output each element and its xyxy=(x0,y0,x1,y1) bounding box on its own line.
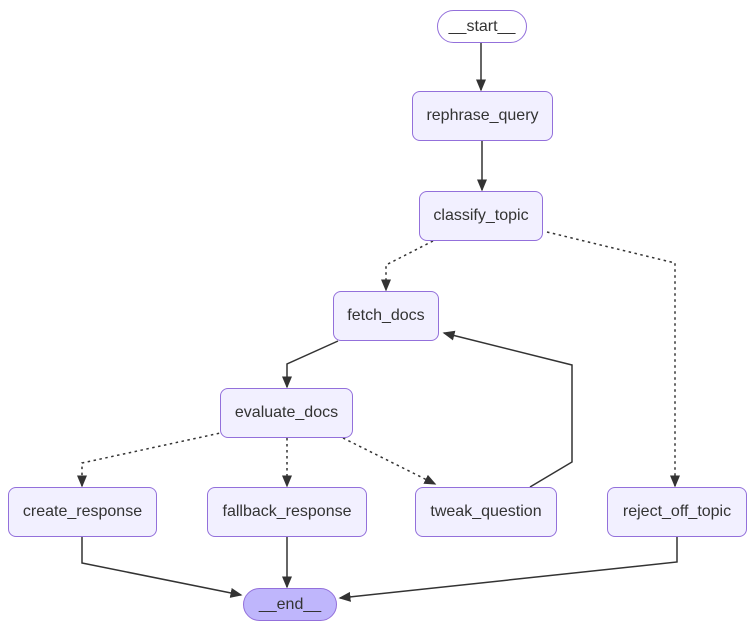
node-label-evaluate_docs: evaluate_docs xyxy=(234,404,339,421)
node-classify_topic: classify_topic xyxy=(419,191,543,241)
node-label-rephrase_query: rephrase_query xyxy=(426,107,539,124)
node-label-fetch_docs: fetch_docs xyxy=(347,307,425,324)
edge-evaluate_docs-to-create_response xyxy=(77,431,226,488)
node-label-fallback_response: fallback_response xyxy=(222,503,352,520)
edge-reject_off_topic-to-__end__ xyxy=(338,537,678,602)
node-label-tweak_question: tweak_question xyxy=(430,503,542,520)
node-evaluate_docs: evaluate_docs xyxy=(220,388,353,438)
node-fallback_response: fallback_response xyxy=(207,487,367,537)
node-rephrase_query: rephrase_query xyxy=(412,91,553,141)
edge-classify_topic-to-fetch_docs xyxy=(381,240,434,292)
edge-classify_topic-to-reject_off_topic xyxy=(546,231,680,488)
node-label-reject_off_topic: reject_off_topic xyxy=(622,503,732,520)
node-label-create_response: create_response xyxy=(22,503,143,520)
edge-create_response-to-__end__ xyxy=(81,537,243,598)
node-__end__: __end__ xyxy=(243,588,337,621)
node-label-classify_topic: classify_topic xyxy=(433,207,529,224)
node-create_response: create_response xyxy=(8,487,157,537)
node-label-__start__: __start__ xyxy=(448,17,516,35)
node-label-__end__: __end__ xyxy=(258,595,322,613)
edge-evaluate_docs-to-tweak_question xyxy=(342,437,437,485)
node-tweak_question: tweak_question xyxy=(415,487,557,537)
node-fetch_docs: fetch_docs xyxy=(333,291,439,341)
node-reject_off_topic: reject_off_topic xyxy=(607,487,747,537)
edge-tweak_question-to-fetch_docs xyxy=(442,330,573,488)
node-__start__: __start__ xyxy=(437,10,527,43)
edge-fetch_docs-to-evaluate_docs xyxy=(282,340,339,389)
